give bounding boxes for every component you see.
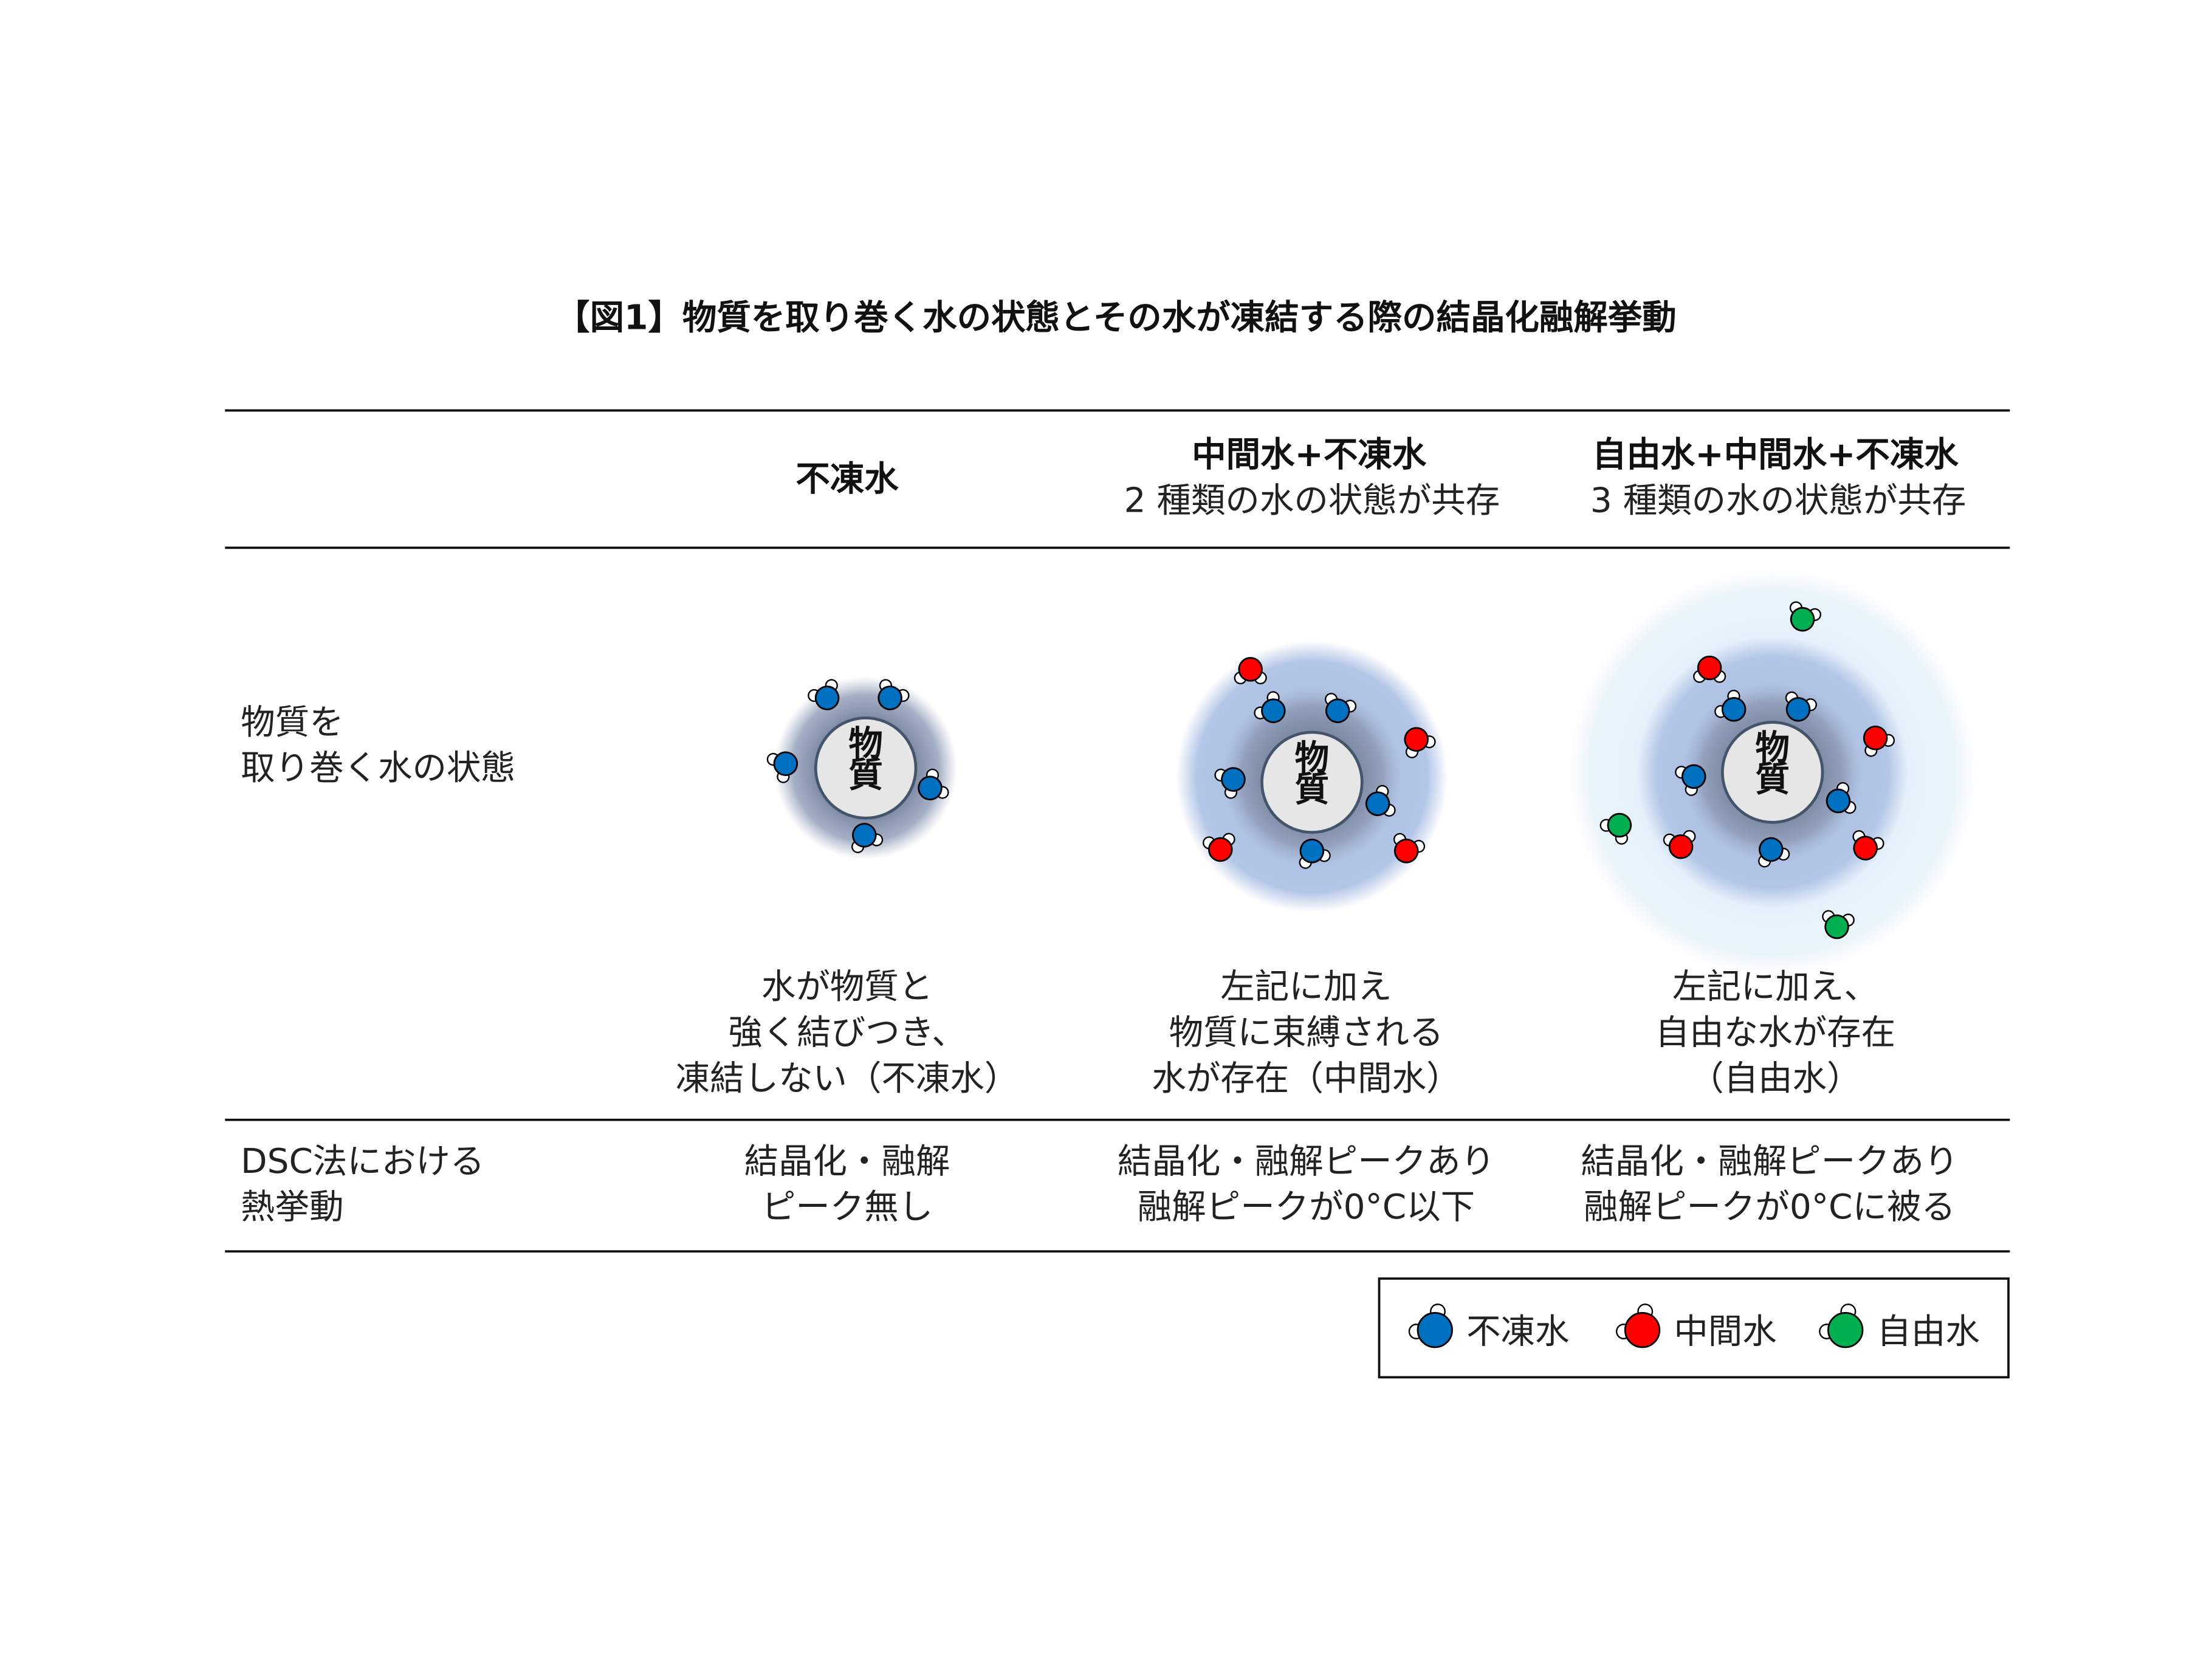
- nonfreezing-water-molecule-icon: [851, 823, 884, 853]
- free-water-molecule-icon: [1789, 601, 1822, 632]
- substance-core: 物質: [1720, 721, 1824, 824]
- nonfreezing-water-molecule-icon: [1826, 782, 1856, 814]
- legend-label: 中間水: [1674, 1312, 1776, 1352]
- core-label: 質: [1295, 770, 1329, 809]
- dsc-behavior-line: ピーク無し: [761, 1187, 933, 1227]
- row-label-state-2: 取り巻く水の状態: [241, 749, 515, 788]
- nonfreezing-water-molecule-icon: [1785, 691, 1817, 722]
- nonfreezing-water-molecule-icon: [808, 679, 840, 710]
- col-head-1: 不凍水: [795, 459, 899, 499]
- legend-label: 自由水: [1877, 1312, 1980, 1352]
- description-line: 物質に束縛される: [1169, 1013, 1444, 1053]
- free-water-icon: [1819, 1304, 1864, 1348]
- nonfreezing-water-molecule-icon: [1299, 839, 1331, 869]
- nonfreezing-water-molecule-icon: [918, 768, 949, 800]
- legend-item: 不凍水: [1408, 1304, 1569, 1352]
- nonfreezing-water-molecule-icon: [1675, 764, 1706, 796]
- nonfreezing-water-molecule-icon: [1325, 693, 1357, 723]
- description-line: 水が物質と: [761, 967, 933, 1007]
- core-label: 質: [1755, 760, 1789, 799]
- intermediate-water-molecule-icon: [1693, 655, 1726, 683]
- core-label: 質: [848, 755, 882, 795]
- description-line: （自由水）: [1689, 1059, 1861, 1098]
- col-sub-3: 3 種類の水の状態が共存: [1590, 481, 1966, 521]
- description-line: 左記に加え: [1220, 967, 1392, 1007]
- row-label-dsc-1: DSC法における: [241, 1142, 484, 1181]
- intermediate-water-molecule-icon: [1404, 727, 1436, 758]
- description-line: 自由な水が存在: [1655, 1013, 1895, 1053]
- col-sub-2: 2 種類の水の状態が共存: [1124, 481, 1500, 521]
- intermediate-water-molecule-icon: [1203, 833, 1235, 862]
- nonfreezing-water-molecule-icon: [1758, 837, 1790, 868]
- description-line: 強く結びつき、: [728, 1013, 966, 1053]
- intermediate-water-molecule-icon: [1852, 830, 1884, 860]
- legend-label: 不凍水: [1466, 1312, 1569, 1352]
- dsc-behavior-line: 結晶化・融解ピークあり: [1118, 1142, 1495, 1181]
- col-head-3: 自由水+中間水+不凍水: [1592, 435, 1959, 475]
- intermediate-water-molecule-icon: [1863, 726, 1895, 757]
- legend-item: 中間水: [1616, 1304, 1777, 1352]
- intermediate-water-molecule-icon: [1234, 657, 1267, 685]
- core-label: 物: [1755, 729, 1789, 768]
- dsc-behavior-line: 融解ピークが0°Cに被る: [1584, 1187, 1956, 1227]
- row-label-dsc-2: 熱挙動: [241, 1187, 343, 1227]
- substance-core: 物質: [1260, 730, 1364, 834]
- description-line: 凍結しない（不凍水）: [676, 1059, 1019, 1098]
- nonfreezing-water-molecule-icon: [1714, 690, 1747, 722]
- description-line: 水が存在（中間水）: [1152, 1059, 1460, 1098]
- core-label: 物: [1295, 738, 1329, 778]
- nonfreezing-water-molecule-icon: [1214, 767, 1246, 799]
- col-head-2: 中間水+不凍水: [1192, 435, 1427, 475]
- legend-item: 自由水: [1819, 1304, 1980, 1352]
- nonfreezing-water-icon: [1408, 1304, 1453, 1348]
- nonfreezing-water-molecule-icon: [1365, 785, 1396, 817]
- row-label-state-1: 物質を: [241, 702, 343, 742]
- dsc-behavior-line: 融解ピークが0°C以下: [1138, 1187, 1475, 1227]
- substance-core: 物質: [814, 716, 918, 820]
- dsc-behavior-line: 結晶化・融解: [744, 1142, 950, 1181]
- intermediate-water-molecule-icon: [1663, 829, 1696, 859]
- intermediate-water-molecule-icon: [1393, 833, 1426, 864]
- legend-box: [1378, 1277, 2010, 1379]
- nonfreezing-water-molecule-icon: [766, 751, 799, 783]
- intermediate-water-icon: [1616, 1304, 1661, 1348]
- nonfreezing-water-molecule-icon: [878, 679, 910, 710]
- free-water-molecule-icon: [1822, 910, 1855, 939]
- free-water-molecule-icon: [1599, 812, 1632, 845]
- core-label: 物: [848, 724, 882, 764]
- dsc-behavior-line: 結晶化・融解ピークあり: [1581, 1142, 1958, 1181]
- nonfreezing-water-molecule-icon: [1254, 691, 1286, 723]
- figure-title: 【図1】物質を取り巻く水の状態とその水が凍結する際の結晶化融解挙動: [555, 298, 1677, 337]
- description-line: 左記に加え、: [1672, 967, 1878, 1007]
